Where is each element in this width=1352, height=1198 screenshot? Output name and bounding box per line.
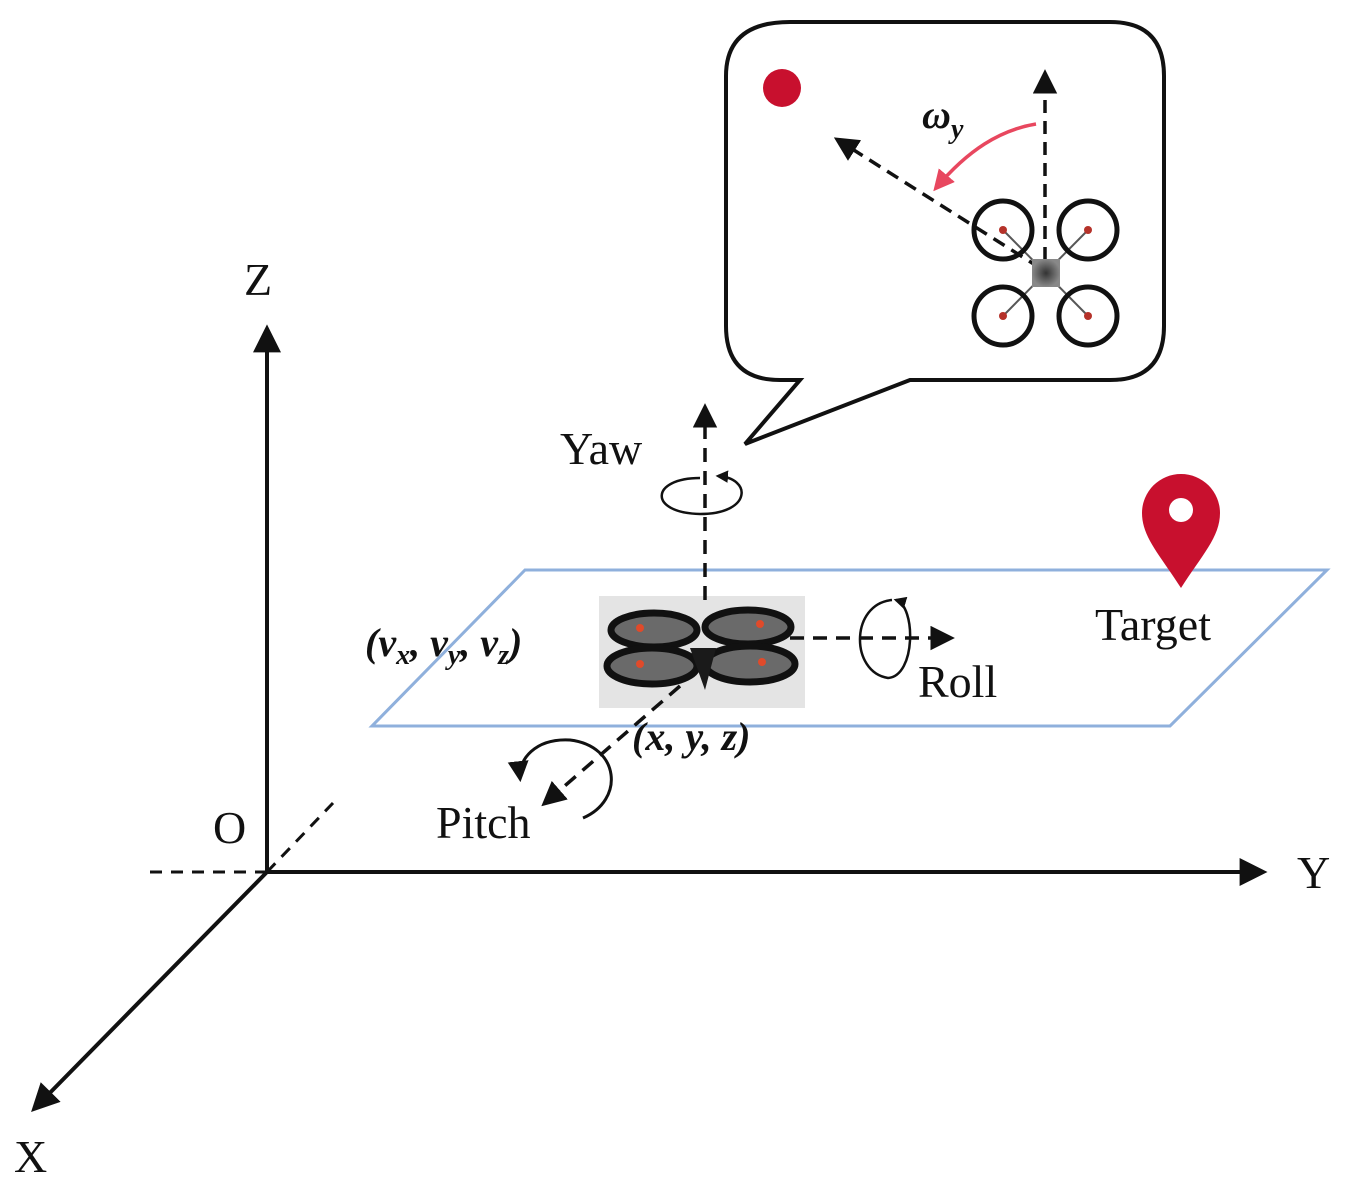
yaw-rotation-icon [660, 470, 743, 516]
body-frame-axes [541, 403, 955, 807]
target-dot-icon [763, 69, 801, 107]
negative-x-axis-dashed [265, 801, 335, 874]
target-marker-icon [1142, 474, 1220, 588]
target-label: Target [1095, 599, 1211, 650]
velocity-label: (vx, vy, vz) [365, 620, 522, 671]
yaw-rate-arrow [933, 122, 1037, 192]
x-axis-label: X [14, 1131, 47, 1182]
yaw-rate-label: ωy [922, 92, 964, 145]
drone-image [599, 596, 805, 708]
heading-to-target-arrow [833, 137, 1041, 270]
x-axis [31, 870, 269, 1112]
top-view-callout: ωy [724, 20, 1166, 446]
position-label: (x, y, z) [632, 714, 750, 759]
origin-label: O [213, 802, 246, 853]
pitch-label: Pitch [436, 797, 531, 848]
flight-plane [368, 568, 1331, 728]
roll-rotation-icon [858, 596, 912, 680]
pitch-rotation-icon [507, 738, 613, 820]
coordinate-axes: Z Y X O [14, 254, 1330, 1182]
roll-label: Roll [918, 656, 997, 707]
pitch-axis-arrow [541, 684, 682, 807]
quadrotor-top-view-icon [971, 198, 1120, 348]
z-axis-label: Z [244, 254, 272, 305]
y-axis-label: Y [1297, 847, 1330, 898]
yaw-label: Yaw [560, 423, 643, 474]
